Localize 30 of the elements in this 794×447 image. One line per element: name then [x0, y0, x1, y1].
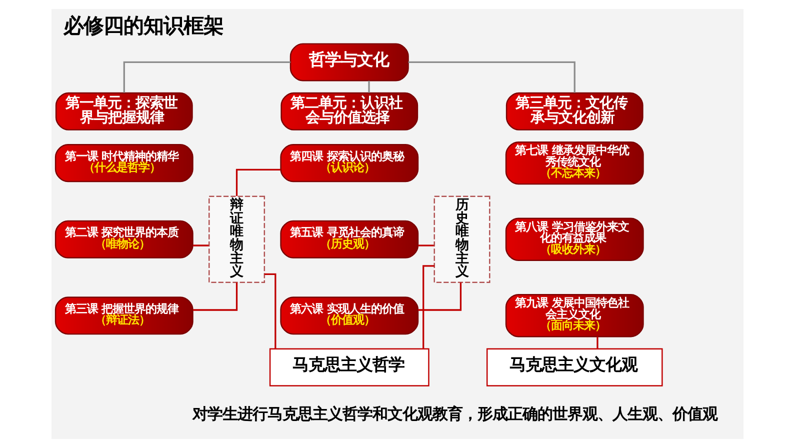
diagram-title: 必修四的知识框架: [63, 13, 224, 38]
node-box: 马克思主义文化观: [486, 348, 662, 386]
node-box: 马克思主义哲学: [268, 348, 429, 386]
caption: 对学生进行马克思主义哲学和文化观教育，形成正确的世界观、人生观、价值观: [192, 404, 718, 423]
node-box: 历史唯物主义: [433, 195, 490, 282]
node-box: 第八课 学习借鉴外来文化的有益成果 （吸收外来）: [504, 217, 644, 260]
node-box: 第三课 把握世界的规律 （辩证法）: [54, 296, 193, 334]
node-box: 第五课 寻觅社会的真谛 （历史观）: [280, 220, 418, 258]
connector: [596, 336, 598, 348]
connector: [192, 282, 238, 310]
node-box: 第六课 实现人生的价值 （价值观）: [280, 296, 418, 334]
node-box: 第一课 时代精神的精华 （什么是哲学）: [54, 144, 193, 182]
connector: [368, 80, 370, 92]
node-box: 辩证唯物主义: [208, 195, 265, 282]
node-box: 第三单元：文化传承与文化创新: [505, 92, 643, 130]
connector: [408, 60, 575, 92]
node-box: 第二单元：认识社会与价值选择: [280, 92, 418, 130]
node-box: 第九课 发展中国特色社会主义文化 （面向未来）: [504, 294, 644, 337]
connector: [418, 282, 462, 310]
node-box: 第一单元：探索世界与把握规律: [54, 92, 192, 130]
node-box: 哲学与文化: [289, 42, 408, 81]
node-box: 第四课 探索认识的奥秘 （认识论）: [280, 144, 418, 182]
node-box: 第二课 探究世界的本质 （唯物论）: [54, 220, 193, 258]
connector: [418, 244, 434, 246]
connector: [192, 244, 208, 246]
connector: [422, 264, 434, 348]
connector: [235, 168, 280, 196]
connector: [122, 60, 290, 92]
connector: [264, 272, 276, 348]
node-box: 第七课 继承发展中华优秀传统文化 （不忘本来）: [504, 140, 644, 184]
